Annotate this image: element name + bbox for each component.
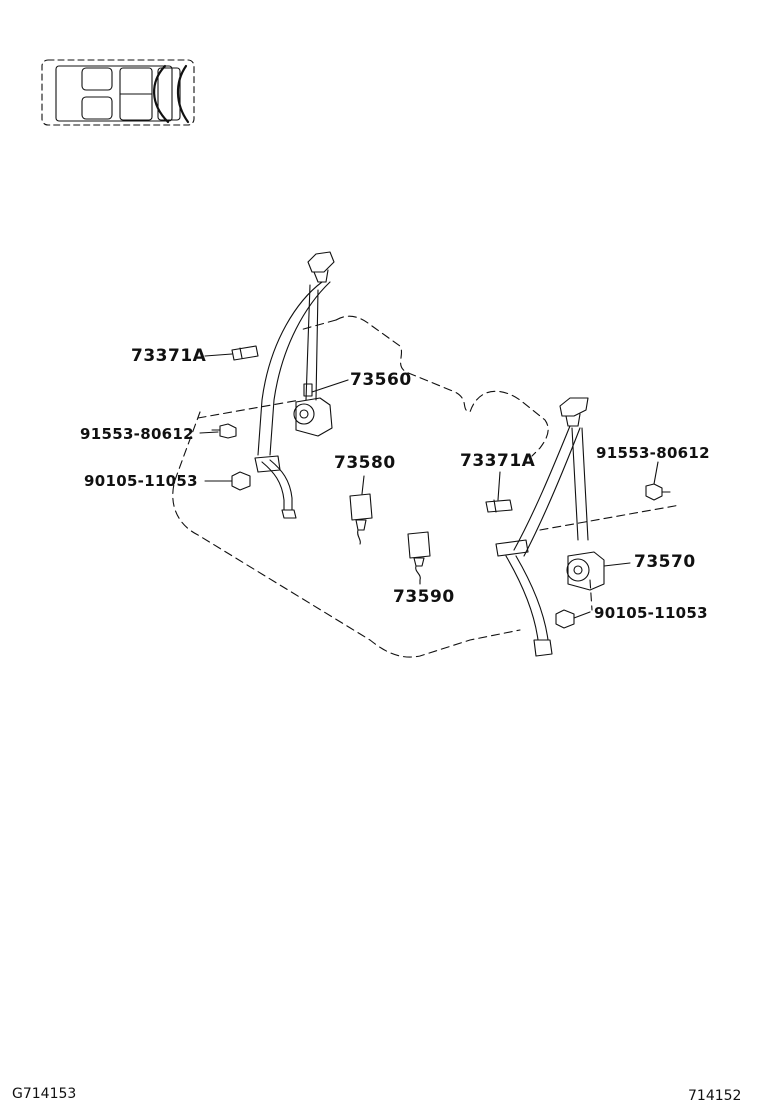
- part-label-90105-left: 90105-11053: [84, 472, 198, 490]
- part-label-73570: 73570: [634, 552, 696, 572]
- leader-lines: [199, 353, 659, 619]
- footer-left-code: G714153: [12, 1086, 77, 1102]
- part-label-73590: 73590: [393, 587, 455, 607]
- part-label-91553-right: 91553-80612: [596, 444, 710, 462]
- part-label-90105-right: 90105-11053: [594, 604, 708, 622]
- part-label-73371a-right: 73371A: [460, 451, 536, 471]
- rear-seat-outline: [172, 315, 681, 658]
- buckle-73580-icon: [349, 493, 373, 545]
- part-label-73371a-left: 73371A: [131, 346, 207, 366]
- part-label-91553-left: 91553-80612: [80, 425, 194, 443]
- part-label-73560: 73560: [350, 370, 412, 390]
- seat-location-inset-icon: [41, 59, 195, 126]
- part-label-73580: 73580: [334, 453, 396, 473]
- right-seat-belt-assembly-icon: [485, 397, 671, 657]
- footer-right-code: 714152: [688, 1088, 742, 1104]
- buckle-73590-icon: [407, 531, 431, 581]
- left-seat-belt-assembly-icon: [211, 251, 335, 519]
